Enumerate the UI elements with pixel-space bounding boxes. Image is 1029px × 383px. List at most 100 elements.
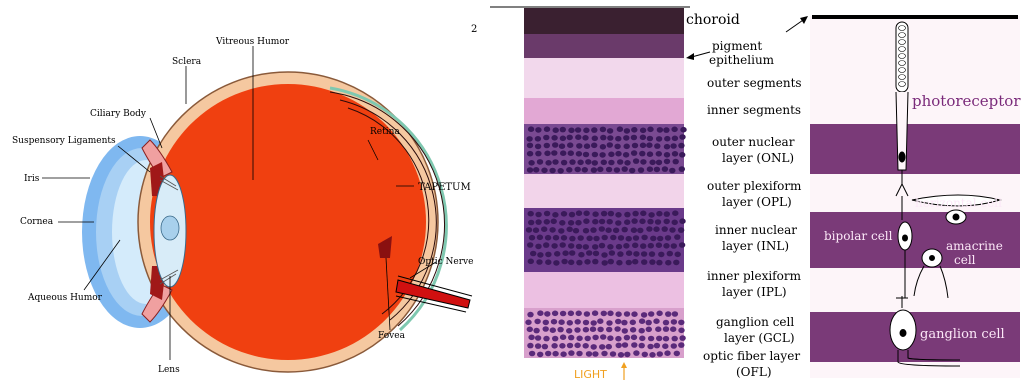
nucleus [654,343,660,349]
layer-inl-line2: layer (INL) [722,239,789,253]
nucleus [567,142,573,148]
nucleus [632,243,638,249]
nucleus [576,244,582,250]
layer-ipl-line2: layer (IPL) [722,285,787,299]
nucleus [649,251,655,257]
nucleus [648,336,654,342]
nucleus [626,260,632,266]
nucleus [607,135,613,141]
nucleus [633,251,639,257]
nucleus [623,135,629,141]
nucleus [679,335,685,341]
nucleus [528,211,534,217]
nucleus [550,327,556,333]
layer-opl-line2: layer (OPL) [722,195,792,209]
nucleus [568,243,574,249]
nucleus [551,243,557,249]
nucleus [670,143,676,149]
nucleus [560,242,566,248]
nucleus [544,219,550,225]
nucleus [535,212,541,218]
nucleus [592,259,598,265]
nucleus [553,260,559,266]
nucleus [606,344,612,350]
nucleus [616,260,622,266]
nucleus [646,327,652,333]
nucleus [551,319,557,325]
nucleus [631,311,637,317]
nucleus [615,220,621,226]
nucleus [662,166,668,172]
nucleus [527,151,533,157]
nucleus [614,326,620,332]
nucleus [592,152,598,158]
nucleus [631,227,637,233]
layer-ofl-line2: (OFL) [736,365,772,379]
nucleus [631,335,637,341]
nucleus [641,235,647,241]
nucleus [670,326,676,332]
nucleus [617,159,623,165]
nucleus [607,335,613,341]
nucleus [626,250,632,256]
nucleus [601,351,607,357]
nucleus [592,335,598,341]
nucleus [525,320,531,326]
layer-inl-line1: inner nuclear [715,223,797,237]
nucleus [568,335,574,341]
nucleus [678,320,684,326]
nucleus [582,167,588,173]
nucleus [672,336,678,342]
nucleus [647,166,653,172]
nucleus [600,135,606,141]
nucleus [641,251,647,257]
layer-inner-segments: inner segments [707,103,801,117]
nucleus [552,351,558,357]
nucleus [535,343,541,349]
nucleus [585,336,591,342]
nucleus [560,334,566,340]
nucleus [672,136,678,142]
nucleus [592,211,598,217]
nucleus [607,219,613,225]
nucleus [663,243,669,249]
nucleus [672,220,678,226]
nucleus [599,152,605,158]
nucleus [658,252,664,258]
nucleus [602,235,608,241]
nucleus [583,218,589,224]
nucleus [640,159,646,165]
nucleus [624,128,630,134]
nucleus [633,350,639,356]
nucleus [599,344,605,350]
nucleus [648,243,654,249]
label-ciliary-body: Ciliary Body [90,109,147,119]
nucleus [672,210,678,216]
nucleus [657,127,663,133]
nucleus [583,244,589,250]
nucleus [623,243,629,249]
cell-label-bipolar: bipolar cell [824,229,893,243]
nucleus [545,351,551,357]
nucleus [574,327,580,333]
nucleus [632,259,638,265]
nucleus [527,242,533,248]
nucleus [624,352,630,358]
label-suspensory-ligaments: Suspensory Ligaments [12,136,116,146]
nucleus [646,320,652,326]
nucleus [577,160,583,166]
nucleus [615,336,621,342]
nucleus [669,227,675,233]
nucleus [526,136,532,142]
nucleus [633,235,639,241]
nucleus [583,211,589,217]
nucleus [624,335,630,341]
nucleus [535,151,541,157]
nucleus [649,352,655,358]
nucleus [557,327,563,333]
retina-diagram: 2 choroid pigment epithelium outer segme… [471,7,1021,381]
nucleus [648,212,654,218]
nucleus [528,259,534,265]
nucleus [575,167,581,173]
nucleus [553,235,559,241]
